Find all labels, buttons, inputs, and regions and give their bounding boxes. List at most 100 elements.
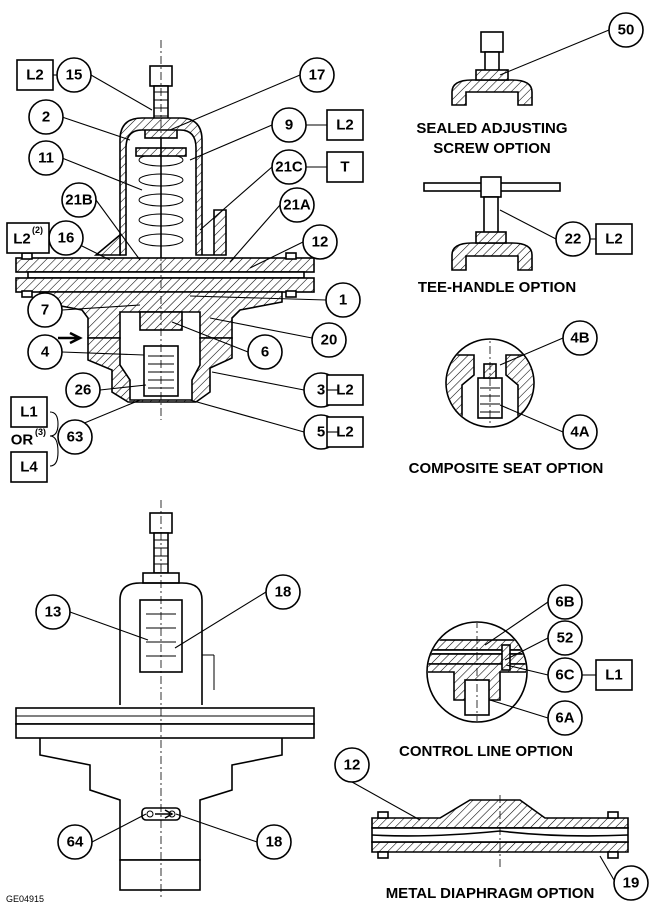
- svg-text:64: 64: [67, 834, 84, 851]
- callout-17: 17: [299, 57, 335, 93]
- tag-9: L2: [326, 109, 364, 141]
- control-line-detail: [426, 621, 528, 723]
- callout-12-metal: 12: [334, 747, 370, 783]
- callout-4: 4: [27, 334, 63, 370]
- svg-text:L2: L2: [26, 67, 44, 84]
- svg-text:L4: L4: [20, 459, 38, 476]
- callout-6A: 6A: [547, 700, 583, 736]
- svg-text:4A: 4A: [570, 424, 589, 441]
- callout-18-top: 18: [265, 574, 301, 610]
- exterior-view: [15, 500, 315, 900]
- svg-text:4: 4: [41, 344, 50, 361]
- svg-text:50: 50: [618, 22, 635, 39]
- svg-text:L2: L2: [336, 117, 354, 134]
- lube-tags: L2 L2 T L2 (2) L2 L2 L1 OR (3) L4 L2 L1: [6, 59, 633, 691]
- tag-21C: T: [326, 151, 364, 183]
- svg-text:21B: 21B: [65, 192, 93, 209]
- svg-text:21A: 21A: [283, 197, 311, 214]
- svg-text:L2: L2: [336, 424, 354, 441]
- leader-lines: [49, 29, 615, 881]
- callouts: 15 17 2 9 11 21C 21B 21A 16 12 1 7 20 6 …: [27, 12, 649, 901]
- callout-21A: 21A: [279, 187, 315, 223]
- callout-4B: 4B: [562, 320, 598, 356]
- callout-6B: 6B: [547, 584, 583, 620]
- tag-15: L2: [16, 59, 54, 91]
- tag-63-L1: L1: [10, 396, 48, 428]
- callout-13: 13: [35, 594, 71, 630]
- callout-9: 9: [271, 107, 307, 143]
- caption-tee-handle: TEE-HANDLE OPTION: [418, 279, 576, 296]
- tag-3: L2: [326, 374, 364, 406]
- callout-2: 2: [28, 99, 64, 135]
- callout-18-bottom: 18: [256, 824, 292, 860]
- callout-63: 63: [57, 419, 93, 455]
- callout-52: 52: [547, 620, 583, 656]
- tag-6C: L1: [595, 659, 633, 691]
- svg-text:16: 16: [58, 230, 75, 247]
- tag-63-L4: L4: [10, 451, 48, 483]
- svg-text:6A: 6A: [555, 710, 574, 727]
- callout-6C: 6C: [547, 657, 583, 693]
- svg-text:52: 52: [557, 630, 574, 647]
- svg-text:6C: 6C: [555, 667, 574, 684]
- svg-text:6: 6: [261, 344, 269, 361]
- svg-text:63: 63: [67, 429, 84, 446]
- svg-text:18: 18: [266, 834, 283, 851]
- svg-text:L1: L1: [20, 404, 38, 421]
- sealed-adjusting-screw-detail: [451, 31, 533, 106]
- callout-21C: 21C: [271, 149, 307, 185]
- callout-26: 26: [65, 372, 101, 408]
- callout-6: 6: [247, 334, 283, 370]
- svg-text:(2): (2): [32, 225, 43, 235]
- svg-text:15: 15: [66, 67, 83, 84]
- callout-7: 7: [27, 292, 63, 328]
- metal-diaphragm-detail: [371, 795, 629, 870]
- tag-16: L2 (2): [6, 222, 50, 254]
- captions: SEALED ADJUSTING SCREW OPTION TEE-HANDLE…: [6, 120, 603, 904]
- caption-sealed-adjusting-1: SEALED ADJUSTING: [416, 120, 567, 137]
- tag-5: L2: [326, 416, 364, 448]
- svg-text:11: 11: [38, 150, 54, 167]
- figure-id: GE04915: [6, 894, 44, 904]
- callout-19: 19: [613, 865, 649, 901]
- svg-text:L1: L1: [605, 667, 623, 684]
- callout-16: 16: [48, 220, 84, 256]
- svg-text:12: 12: [344, 757, 361, 774]
- caption-composite-seat: COMPOSITE SEAT OPTION: [409, 460, 604, 477]
- callout-4A: 4A: [562, 414, 598, 450]
- callout-12: 12: [302, 224, 338, 260]
- svg-text:20: 20: [321, 332, 338, 349]
- svg-text:T: T: [340, 159, 349, 176]
- svg-text:22: 22: [565, 231, 582, 248]
- callout-50: 50: [608, 12, 644, 48]
- callout-22: 22: [555, 221, 591, 257]
- svg-text:6B: 6B: [555, 594, 574, 611]
- callout-1: 1: [325, 282, 361, 318]
- svg-text:26: 26: [75, 382, 92, 399]
- tag-63-or: OR (3): [11, 427, 46, 449]
- svg-text:12: 12: [312, 234, 329, 251]
- svg-text:18: 18: [275, 584, 292, 601]
- svg-text:1: 1: [339, 292, 347, 309]
- svg-text:2: 2: [42, 109, 50, 126]
- svg-text:OR: OR: [11, 432, 34, 449]
- svg-text:L2: L2: [13, 231, 31, 248]
- svg-text:4B: 4B: [570, 330, 589, 347]
- svg-text:21C: 21C: [275, 159, 303, 176]
- callout-64: 64: [57, 824, 93, 860]
- callout-15: 15: [56, 57, 92, 93]
- svg-text:13: 13: [45, 604, 62, 621]
- caption-control-line: CONTROL LINE OPTION: [399, 743, 573, 760]
- main-section-view: [15, 40, 315, 420]
- svg-text:7: 7: [41, 302, 49, 319]
- caption-sealed-adjusting-2: SCREW OPTION: [433, 140, 551, 157]
- tee-handle-detail: [423, 176, 561, 271]
- svg-text:19: 19: [623, 875, 640, 892]
- caption-metal-diaphragm: METAL DIAPHRAGM OPTION: [386, 885, 595, 902]
- callout-21B: 21B: [61, 182, 97, 218]
- svg-text:L2: L2: [605, 231, 623, 248]
- callout-20: 20: [311, 322, 347, 358]
- svg-text:17: 17: [309, 67, 326, 84]
- svg-text:9: 9: [285, 117, 293, 134]
